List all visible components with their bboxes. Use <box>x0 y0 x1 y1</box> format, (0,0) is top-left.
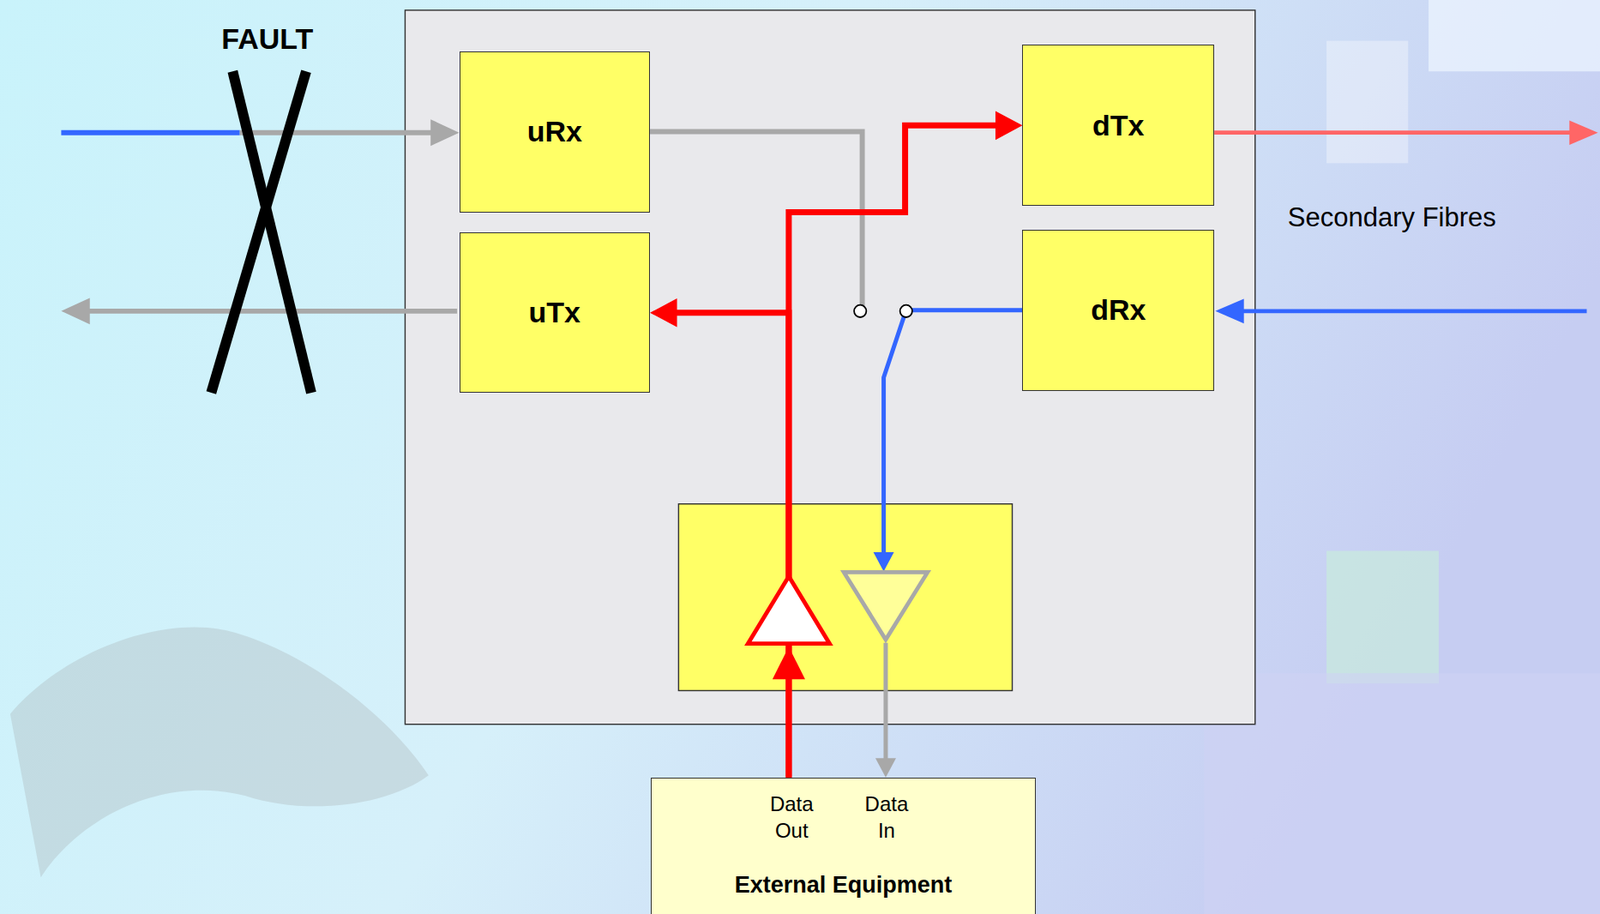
connector-line <box>788 125 998 777</box>
pin-label: Data Out <box>769 790 814 844</box>
transmitter-box: uTx <box>459 232 651 393</box>
fibre-label: Secondary Fibres <box>1287 202 1497 234</box>
arrow-head <box>875 757 897 778</box>
pin-label: Data In <box>865 790 909 844</box>
box-label: uTx <box>529 295 581 330</box>
transmitter-box: dTx <box>1022 44 1215 206</box>
box-label: uRx <box>527 114 583 149</box>
arrow-head <box>649 298 678 328</box>
fault-label: FAULT <box>221 22 313 56</box>
arrow-head <box>873 552 895 572</box>
arrow-head <box>995 111 1023 141</box>
signal-connector <box>649 298 789 778</box>
connector-line <box>883 643 888 761</box>
receiver-box: uRx <box>459 51 651 213</box>
connector-line <box>884 310 1023 554</box>
connector-line <box>675 312 789 778</box>
equipment-box: Data Out Data In External Equipment <box>650 777 1036 914</box>
receiver-box: dRx <box>1022 229 1215 391</box>
box-label: dRx <box>1090 293 1146 327</box>
signal-connector <box>873 310 1023 778</box>
box-label: dTx <box>1092 108 1144 143</box>
signal-connector <box>788 111 1023 778</box>
box-title: External Equipment <box>651 872 1035 899</box>
